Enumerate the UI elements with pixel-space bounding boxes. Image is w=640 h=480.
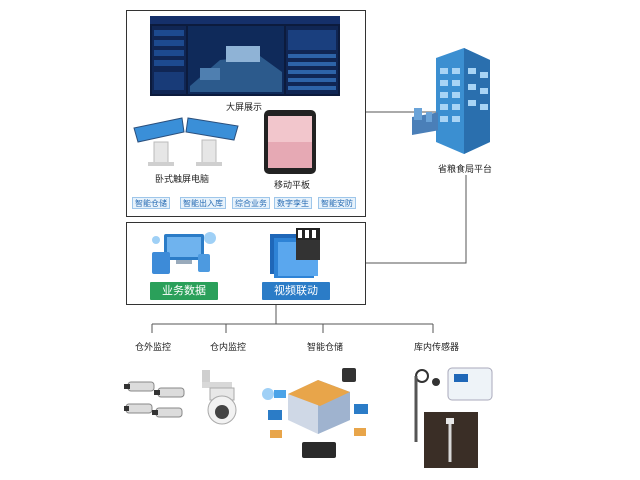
sensor-image bbox=[414, 367, 493, 468]
business-data-devices-image bbox=[152, 232, 216, 274]
tablet-label: 移动平板 bbox=[274, 180, 311, 190]
outdoor-cameras-image bbox=[124, 381, 185, 418]
tablet-image bbox=[264, 110, 316, 174]
dashboard-screen-image bbox=[150, 16, 340, 96]
sensor-label: 库内传感器 bbox=[414, 342, 460, 352]
smart-storage-image bbox=[262, 368, 368, 458]
indoor-monitor-label: 仓内监控 bbox=[210, 342, 247, 352]
kiosk-computer-image bbox=[133, 117, 239, 166]
video-linkage-image bbox=[270, 228, 320, 278]
video-linkage-button[interactable]: 视频联动 bbox=[262, 282, 330, 300]
chip-smart-inout: 智能出入库 bbox=[180, 197, 226, 209]
dome-camera-image bbox=[202, 370, 237, 425]
kiosk-label: 卧式触屏电脑 bbox=[155, 174, 210, 184]
chip-smart-security: 智能安防 bbox=[318, 197, 356, 209]
smart-storage-label: 智能仓储 bbox=[307, 342, 344, 352]
platform-building-image bbox=[412, 48, 490, 154]
outdoor-monitor-label: 仓外监控 bbox=[135, 342, 172, 352]
chip-smart-storage: 智能仓储 bbox=[132, 197, 170, 209]
chip-digital-twin: 数字孪生 bbox=[274, 197, 312, 209]
chip-integrated-business: 综合业务 bbox=[232, 197, 270, 209]
screen-label: 大屏展示 bbox=[226, 102, 263, 112]
business-data-button[interactable]: 业务数据 bbox=[150, 282, 218, 300]
platform-label: 省粮食局平台 bbox=[438, 164, 493, 174]
